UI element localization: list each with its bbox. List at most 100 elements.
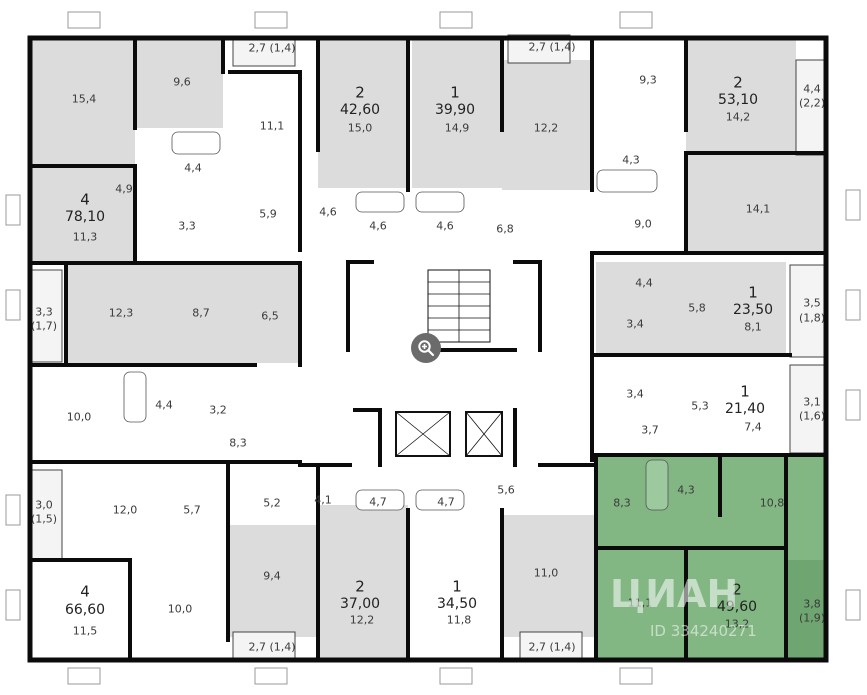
room-area: (1,5) xyxy=(30,512,58,526)
apartment-rooms: 1 xyxy=(450,83,460,102)
room-area: 3,3 xyxy=(178,219,196,233)
fixtures xyxy=(123,131,669,511)
window xyxy=(845,289,861,321)
apartment-total-area: 34,50 xyxy=(436,596,478,612)
outer-wall xyxy=(27,35,829,663)
window xyxy=(5,289,21,321)
window xyxy=(67,11,101,29)
room-area: 4,3 xyxy=(622,153,640,167)
room-area: 6,5 xyxy=(261,309,279,323)
window xyxy=(845,389,861,421)
balcony xyxy=(789,364,827,454)
room-area: 4,7 xyxy=(437,495,455,509)
room-area: 8,7 xyxy=(192,306,210,320)
window xyxy=(845,189,861,221)
room-area: 3,1 xyxy=(803,395,821,409)
windows xyxy=(5,11,861,685)
room-area: 4,1 xyxy=(314,493,332,507)
balcony xyxy=(29,469,63,561)
room-area: 11,1 xyxy=(259,119,285,133)
apartment-total-area: 49,60 xyxy=(716,599,758,615)
balcony xyxy=(232,37,296,67)
room-area: 11,3 xyxy=(72,230,98,244)
window xyxy=(67,667,101,685)
apartment-rooms: 2 xyxy=(732,580,742,599)
building-core xyxy=(395,269,503,457)
apartment-total-area: 78,10 xyxy=(64,209,106,225)
apartment-rooms: 2 xyxy=(733,73,743,92)
room-area: 12,2 xyxy=(533,121,559,135)
room-area: 5,6 xyxy=(497,483,515,497)
bathtub xyxy=(415,489,465,511)
window xyxy=(619,667,653,685)
apartment-total-area: 23,50 xyxy=(732,302,774,318)
room-area: 10,0 xyxy=(167,602,193,616)
room-area: 4,6 xyxy=(436,219,454,233)
room-area: 4,4 xyxy=(803,82,821,96)
room-area: 11,0 xyxy=(533,566,559,580)
room-area: (1,6) xyxy=(798,409,826,423)
room-fill xyxy=(66,263,301,363)
room-fill xyxy=(135,38,223,128)
room-area: 14,2 xyxy=(725,110,751,124)
window xyxy=(845,589,861,621)
room-area: 4,3 xyxy=(677,483,695,497)
room-area: 3,8 xyxy=(803,597,821,611)
room-area: 13,2 xyxy=(724,617,750,631)
room-area: 5,2 xyxy=(263,496,281,510)
room-area: 3,4 xyxy=(626,387,644,401)
window xyxy=(254,11,288,29)
apartment-rooms: 4 xyxy=(80,190,90,209)
bathtub xyxy=(123,371,147,423)
room-area: 2,7 (1,4) xyxy=(528,640,576,654)
room-area: 9,3 xyxy=(639,73,657,87)
balcony xyxy=(519,631,583,661)
window xyxy=(254,667,288,685)
window xyxy=(5,494,21,526)
apartment-total-area: 21,40 xyxy=(724,401,766,417)
apartment-rooms: 4 xyxy=(80,582,90,601)
room-area: 5,3 xyxy=(691,399,709,413)
room-area: (1,8) xyxy=(798,311,826,325)
room-area: (2,2) xyxy=(798,96,826,110)
room-area: 14,1 xyxy=(745,202,771,216)
room-area: 2,7 (1,4) xyxy=(248,41,296,55)
balcony-highlight xyxy=(786,560,826,660)
window xyxy=(439,11,473,29)
apartment-rooms: 1 xyxy=(452,577,462,596)
bathtub xyxy=(645,459,669,511)
room-area: 4,4 xyxy=(635,276,653,290)
room-area: 3,0 xyxy=(35,498,53,512)
balcony xyxy=(29,269,63,363)
room-area: 9,6 xyxy=(173,75,191,89)
room-area: 3,5 xyxy=(803,296,821,310)
magnifier-plus-icon[interactable] xyxy=(411,333,441,363)
room-area: 15,0 xyxy=(347,121,373,135)
room-fill xyxy=(412,38,502,188)
bathtub xyxy=(171,131,221,155)
bathtub xyxy=(596,169,658,193)
balcony xyxy=(795,59,827,156)
room-area: 3,4 xyxy=(626,317,644,331)
room-area: 14,9 xyxy=(444,121,470,135)
room-area: 5,7 xyxy=(183,503,201,517)
room-area: 9,4 xyxy=(263,569,281,583)
apartment-rooms: 1 xyxy=(740,382,750,401)
room-area: 4,6 xyxy=(319,205,337,219)
room-fill xyxy=(412,540,502,660)
room-area: 8,1 xyxy=(744,320,762,334)
balconies xyxy=(29,34,827,661)
watermark-logo: ЦИАН xyxy=(610,572,739,616)
room-fill xyxy=(502,60,592,190)
apartment-rooms: 2 xyxy=(355,83,365,102)
window xyxy=(5,194,21,226)
room-area: 10,8 xyxy=(759,496,785,510)
elevator xyxy=(465,411,503,457)
room-fill xyxy=(228,525,318,637)
apartment-total-area: 37,00 xyxy=(339,596,381,612)
room-fill xyxy=(30,560,130,660)
bathtub xyxy=(355,191,405,213)
room-area: 4,7 xyxy=(369,495,387,509)
room-area: 8,3 xyxy=(613,496,631,510)
